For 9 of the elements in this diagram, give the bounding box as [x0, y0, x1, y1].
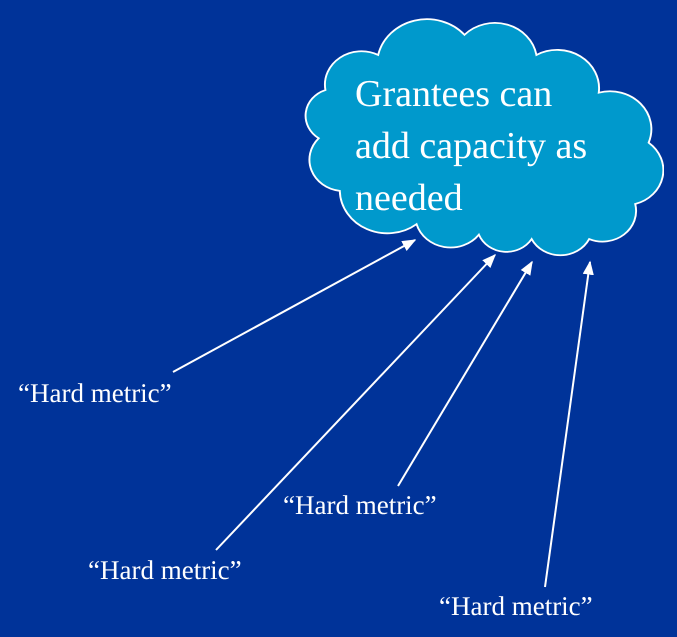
metric-label: “Hard metric” [439, 589, 593, 623]
arrow [172, 239, 416, 373]
cloud-text: Grantees can add capacity as needed [355, 72, 588, 221]
metric-label: “Hard metric” [88, 553, 242, 587]
arrow [215, 254, 496, 551]
arrow [544, 260, 594, 588]
arrow [397, 260, 533, 487]
metric-label: “Hard metric” [18, 376, 172, 410]
metric-label: “Hard metric” [283, 488, 437, 522]
